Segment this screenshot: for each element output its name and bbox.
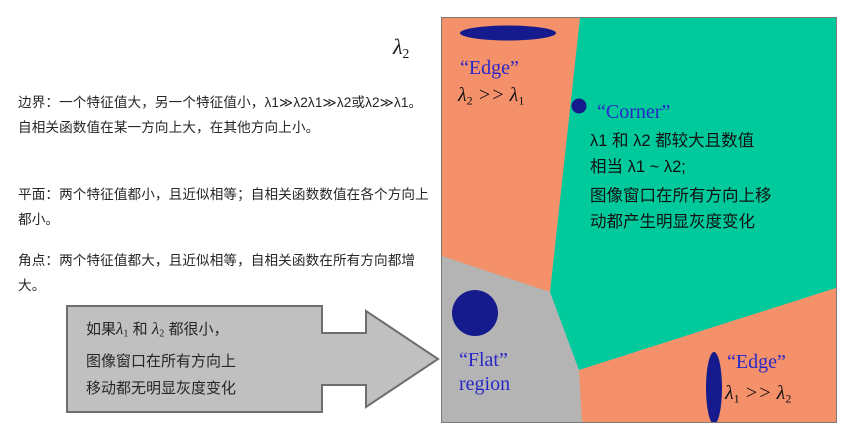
edge-top-operator: >>: [472, 84, 510, 106]
callout-lambda1-icon: λ1: [116, 319, 129, 340]
edge-bottom-lambda1-symbol: λ: [725, 382, 734, 404]
corner-math-line2: 相当 λ1 ~ λ2;: [590, 158, 686, 176]
horizontal-edge-ellipse-marker: [460, 25, 556, 41]
callout-text-block: 如果λ1 和 λ2 都很小，图像窗口在所有方向上移动都无明显灰度变化: [86, 315, 302, 402]
callout-line1-suffix: 都很小，: [164, 321, 229, 338]
edge-top-lambda2-subscript: 2: [466, 93, 473, 108]
edge-bottom-label: “Edge”: [727, 351, 786, 373]
callout-line2: 图像窗口在所有方向上: [86, 352, 237, 370]
corner-math-line1: λ1 和 λ2 都较大且数值: [590, 132, 755, 150]
corner-label: “Corner”: [597, 101, 671, 123]
callout-lambda1-symbol: λ: [116, 319, 124, 338]
lambda2-axis-subscript: 2: [402, 45, 410, 61]
flat-region-label: “Flat” region: [459, 349, 511, 395]
paragraph-edge: 边界：一个特征值大，另一个特征值小，λ1≫λ2λ1≫λ2或λ2≫λ1。自相关函数…: [18, 94, 423, 135]
callout-lambda1-subscript: 1: [123, 328, 129, 340]
edge-top-lambda2-symbol: λ: [458, 84, 467, 106]
edge-bottom-lambda1-subscript: 1: [733, 391, 740, 406]
edge-region-bottom-shape: [579, 288, 836, 422]
vertical-edge-ellipse-marker: [706, 352, 722, 422]
corner-dot-marker: [571, 98, 587, 114]
edge-bottom-operator: >>: [739, 382, 777, 404]
corner-desc-line1: 图像窗口在所有方向上移: [590, 187, 772, 205]
corner-eigenvalue-text: λ1 和 λ2 都较大且数值相当 λ1 ~ λ2;: [590, 128, 754, 180]
corner-desc-line2: 动都产生明显灰度变化: [590, 213, 755, 231]
callout-lambda2-icon: λ2: [151, 319, 165, 340]
edge-bottom-lambda2-subscript: 2: [785, 391, 792, 406]
callout-lambda2-symbol: λ: [151, 319, 160, 338]
flat-circle-marker: [452, 290, 498, 336]
edge-top-lambda1-symbol: λ: [509, 84, 519, 106]
edge-region-top-shape: [442, 18, 580, 292]
explanation-text-column: 边界：一个特征值大，另一个特征值小，λ1≫λ2λ1≫λ2或λ2≫λ1。自相关函数…: [18, 94, 429, 293]
callout-arrow-shape: [66, 305, 440, 413]
callout-line1-mid: 和: [128, 321, 152, 338]
edge-top-label: “Edge”: [460, 57, 519, 79]
corner-region-shape: [550, 18, 836, 370]
paragraph-flat: 平面：两个特征值都小，且近似相等；自相关函数数值在各个方向上都小。: [18, 186, 429, 227]
edge-top-lambda1-subscript: 1: [518, 93, 525, 108]
lambda2-axis-symbol: λ: [393, 34, 403, 59]
eigenvalue-classification-diagram: “Edge” λ2 >> λ1 “Corner” λ1 和 λ2 都较大且数值相…: [441, 17, 837, 423]
flat-region-callout: 如果λ1 和 λ2 都很小，图像窗口在所有方向上移动都无明显灰度变化: [66, 305, 440, 413]
lambda2-axis-label: λ2: [393, 34, 409, 62]
diagram-regions-svg: [442, 18, 836, 422]
callout-line3: 移动都无明显灰度变化: [86, 379, 237, 397]
corner-description-text: 图像窗口在所有方向上移动都产生明显灰度变化: [590, 183, 772, 235]
callout-line1-prefix: 如果: [86, 321, 117, 338]
callout-lambda2-subscript: 2: [159, 328, 165, 340]
edge-bottom-lambda2-symbol: λ: [776, 382, 786, 404]
edge-top-inequality: λ2 >> λ1: [458, 82, 524, 113]
paragraph-corner: 角点：两个特征值都大，且近似相等，自相关函数在所有方向都增大。: [18, 252, 416, 293]
edge-bottom-inequality: λ1 >> λ2: [725, 380, 791, 411]
